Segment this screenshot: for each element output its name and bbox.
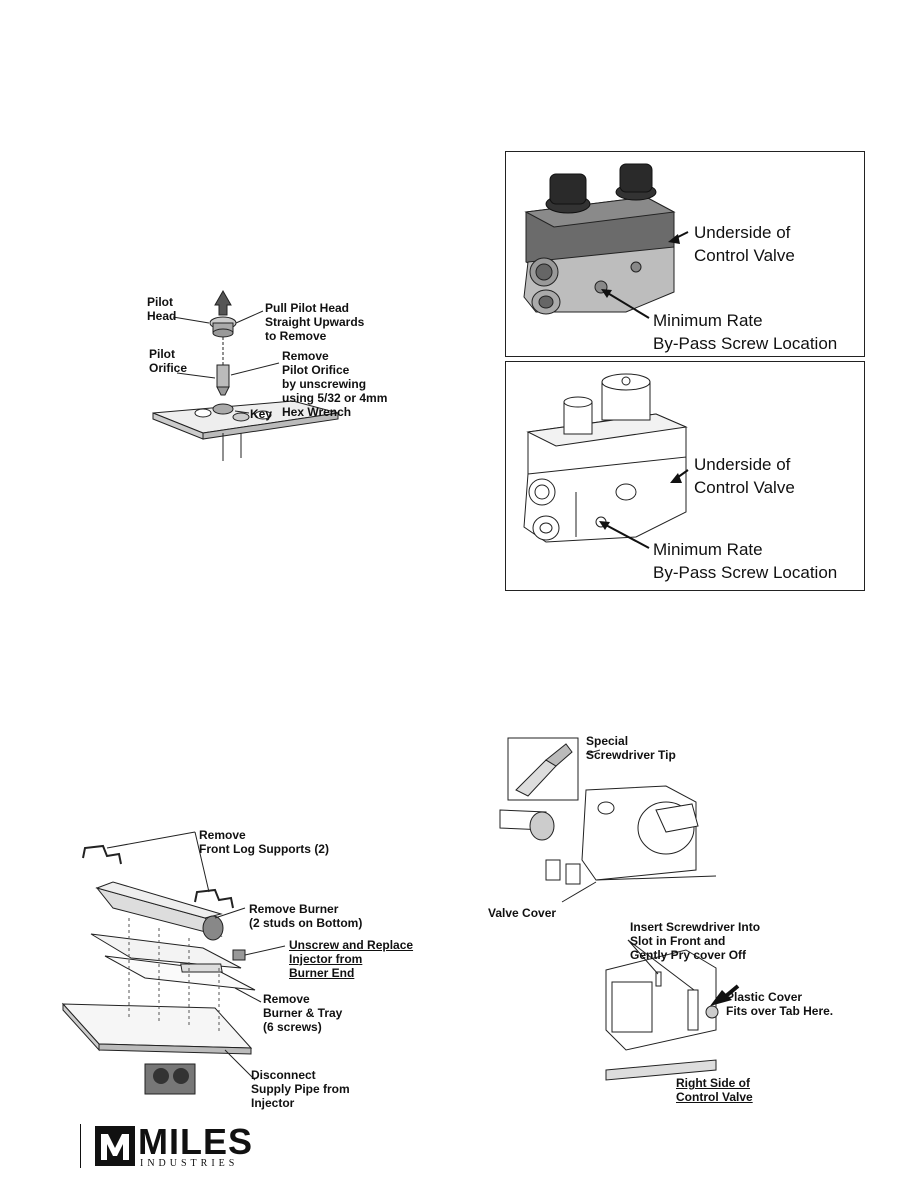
brand-wordmark: MILES bbox=[138, 1121, 254, 1162]
plastic-cover-label: Plastic Cover Fits over Tab Here. bbox=[726, 990, 834, 1018]
control-valve-drawing-top bbox=[523, 163, 689, 319]
insert-screwdriver-instruction: Insert Screwdriver Into Slot in Front an… bbox=[630, 920, 761, 962]
remove-front-log-supports-label: Remove Front Log Supports (2) bbox=[199, 828, 329, 856]
minimum-rate-bypass-screw-label-top: Minimum Rate By-Pass Screw Location bbox=[653, 311, 838, 353]
pilot-assembly-drawing bbox=[152, 289, 339, 461]
control-valve-drawing-bottom bbox=[523, 373, 689, 549]
control-valve-figure-top: Underside of Control Valve Minimum Rate … bbox=[505, 151, 865, 357]
minimum-rate-bypass-screw-label-bottom: Minimum Rate By-Pass Screw Location bbox=[653, 540, 838, 582]
remove-burner-and-tray-label: Remove Burner & Tray (6 screws) bbox=[263, 992, 343, 1034]
brand-subtitle: INDUSTRIES bbox=[140, 1158, 239, 1169]
pull-pilot-head-instruction: Pull Pilot Head Straight Upwards to Remo… bbox=[265, 301, 365, 343]
control-valve-figure-bottom: Underside of Control Valve Minimum Rate … bbox=[505, 361, 865, 591]
unscrew-replace-injector-label: Unscrew and Replace Injector from Burner… bbox=[289, 938, 414, 980]
right-side-of-control-valve-label: Right Side of Control Valve bbox=[676, 1076, 753, 1104]
key-label: Key bbox=[250, 407, 273, 421]
pilot-head-label: Pilot Head bbox=[147, 295, 177, 323]
remove-pilot-orifice-instruction: Remove Pilot Orifice by unscrewing using… bbox=[282, 349, 388, 419]
special-screwdriver-tip-label: Special Screwdriver Tip bbox=[586, 734, 676, 762]
underside-of-control-valve-label-top: Underside of Control Valve bbox=[694, 223, 795, 265]
remove-burner-label: Remove Burner (2 studs on Bottom) bbox=[249, 902, 363, 930]
footer-divider bbox=[80, 1124, 81, 1168]
miles-logo-mark bbox=[95, 1126, 135, 1166]
valve-cover-label: Valve Cover bbox=[488, 906, 557, 920]
valve-cover-figure: Special Screwdriver Tip Valve Cover Inse… bbox=[486, 730, 886, 1115]
burner-removal-drawing bbox=[61, 831, 286, 1095]
underside-of-control-valve-label-bottom: Underside of Control Valve bbox=[694, 455, 795, 497]
burner-removal-figure: Remove Front Log Supports (2) Remove Bur… bbox=[55, 818, 433, 1118]
disconnect-supply-pipe-label: Disconnect Supply Pipe from Injector bbox=[251, 1068, 350, 1110]
pilot-orifice-label: Pilot Orifice bbox=[149, 347, 188, 375]
pilot-assembly-figure: Pilot Head Pull Pilot Head Straight Upwa… bbox=[143, 283, 388, 465]
miles-logo-m-icon bbox=[101, 1134, 129, 1160]
valve-cover-drawing bbox=[499, 737, 740, 1081]
